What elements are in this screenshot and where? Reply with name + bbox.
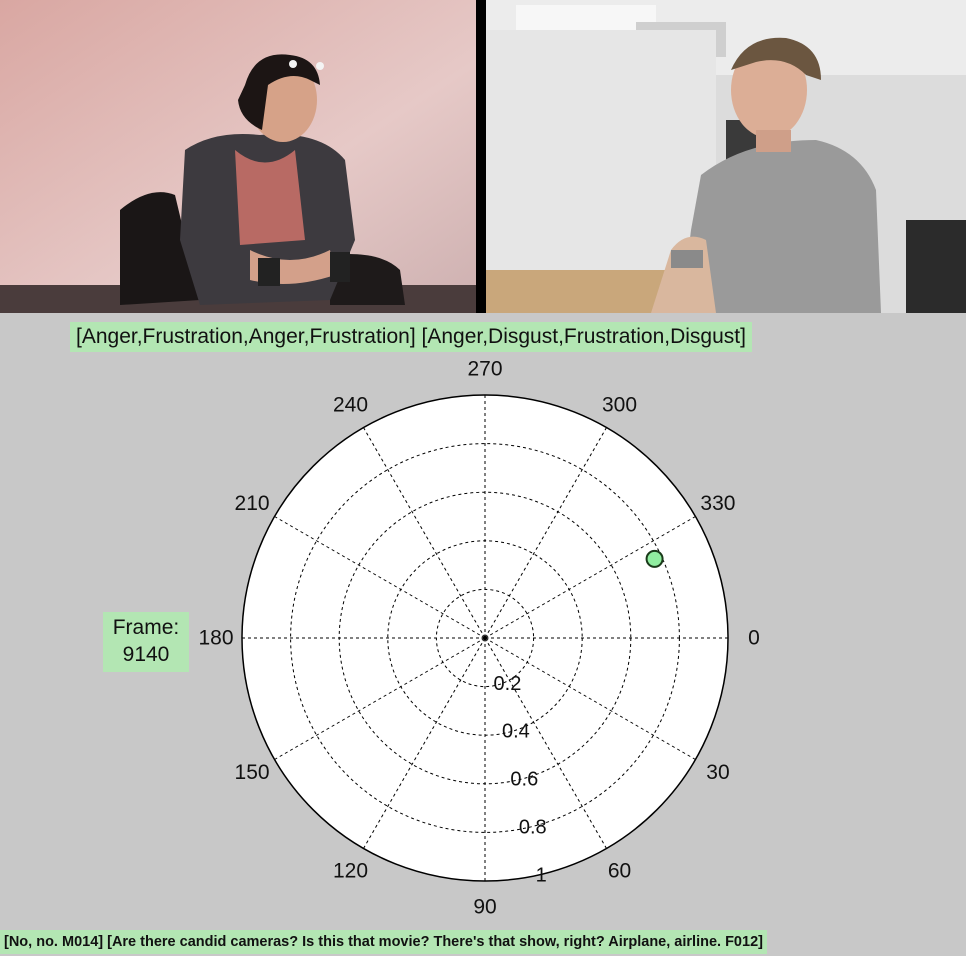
radial-tick-label: 0.4 (502, 721, 530, 743)
outer-ring (241, 394, 729, 882)
frame-counter: Frame: 9140 (103, 612, 189, 672)
angle-tick-label: 30 (706, 761, 729, 784)
angle-tick-label: 240 (333, 394, 368, 417)
angle-tick-label: 210 (235, 492, 270, 515)
angle-tick-label: 300 (602, 394, 637, 417)
origin-point (481, 634, 489, 642)
radial-tick-labels: 0.2 0.4 0.6 0.8 1 (494, 673, 547, 886)
radial-gridline (290, 443, 680, 833)
angle-tick-label: 60 (608, 859, 631, 882)
frame-number: 9140 (122, 643, 170, 666)
angle-tick-label: 330 (700, 492, 735, 515)
radial-tick-label: 1 (536, 864, 547, 886)
angle-tick-labels: 0 30 60 90 120 150 180 210 240 270 300 330 (198, 358, 759, 919)
angle-gridline (484, 427, 607, 639)
radial-tick-label: 0.8 (519, 816, 547, 838)
angle-tick-label: 150 (235, 761, 270, 784)
radial-gridline (435, 588, 535, 688)
angle-gridline (484, 637, 607, 849)
data-point (645, 549, 664, 568)
radial-tick-label: 0.2 (494, 673, 522, 695)
data-points (481, 549, 664, 642)
angle-gridline (363, 637, 486, 849)
right-speaker-video (486, 0, 966, 313)
radial-gridline (387, 540, 583, 736)
transcript-caption: [No, no. M014] [Are there candid cameras… (0, 930, 767, 954)
angle-tick-label: 270 (467, 358, 502, 381)
angle-tick-label: 180 (198, 627, 233, 650)
angle-tick-label: 0 (748, 627, 760, 650)
angle-gridline (363, 427, 486, 639)
emotion-labels-title: [Anger,Frustration,Anger,Frustration] [A… (70, 322, 752, 352)
angle-gridline (484, 516, 696, 639)
angle-gridline (274, 516, 486, 639)
angle-tick-label: 90 (473, 896, 496, 919)
polar-grid (241, 394, 729, 882)
radial-gridline (338, 491, 632, 785)
angle-gridline (274, 637, 486, 760)
radial-tick-label: 0.6 (510, 769, 538, 791)
video-strip (0, 0, 966, 313)
frame-label: Frame: (112, 616, 180, 639)
angle-gridline (484, 637, 696, 760)
angle-tick-label: 120 (333, 859, 368, 882)
left-speaker-video (0, 0, 476, 313)
